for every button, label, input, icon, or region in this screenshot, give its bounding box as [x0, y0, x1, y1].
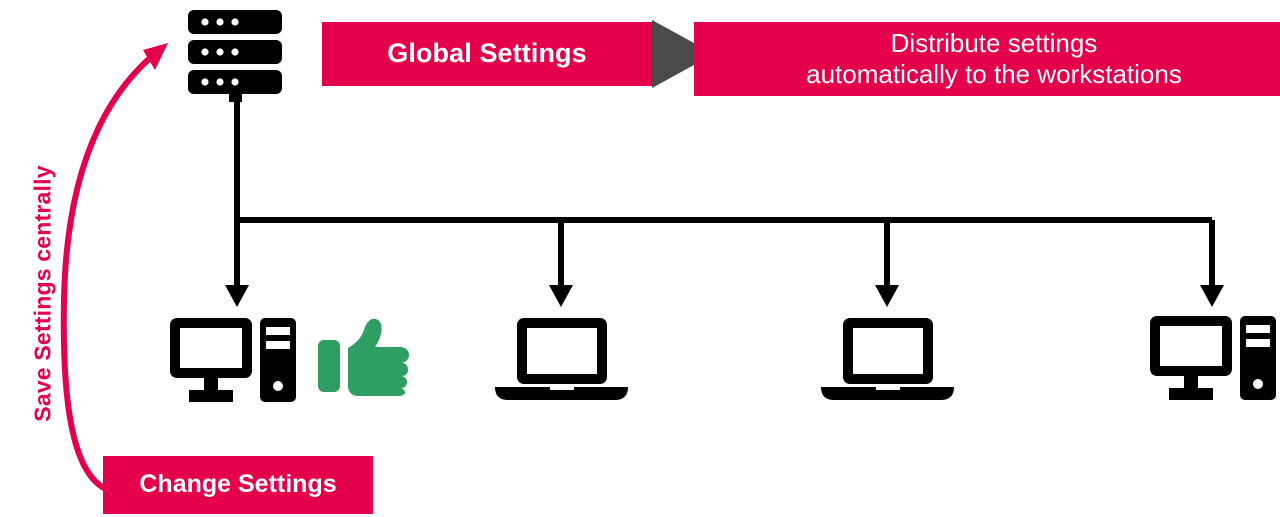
desktop-computer-icon — [1150, 316, 1276, 400]
arrowhead-1 — [225, 285, 249, 307]
distribute-settings-banner: Distribute settings automatically to the… — [694, 22, 1280, 96]
thumbs-up-icon — [318, 318, 409, 396]
distribute-settings-label: Distribute settings automatically to the… — [792, 28, 1182, 89]
global-settings-banner: Global Settings — [322, 22, 652, 86]
arrowhead-2 — [549, 285, 573, 307]
server-icon — [188, 10, 282, 102]
distribute-line-1: Distribute settings — [890, 28, 1098, 59]
global-settings-label: Global Settings — [387, 38, 587, 69]
change-settings-label: Change Settings — [139, 470, 337, 499]
change-settings-box: Change Settings — [103, 456, 373, 514]
play-triangle-icon — [652, 20, 714, 88]
laptop-icon — [495, 318, 628, 400]
arrowhead-4 — [1200, 285, 1224, 307]
arrowhead-3 — [875, 285, 899, 307]
curved-arrow-head — [143, 43, 168, 70]
laptop-icon — [821, 318, 954, 400]
distribute-line-2: automatically to the workstations — [806, 59, 1182, 89]
desktop-computer-icon — [170, 318, 296, 402]
save-settings-centrally-label: Save Settings centrally — [29, 165, 56, 422]
